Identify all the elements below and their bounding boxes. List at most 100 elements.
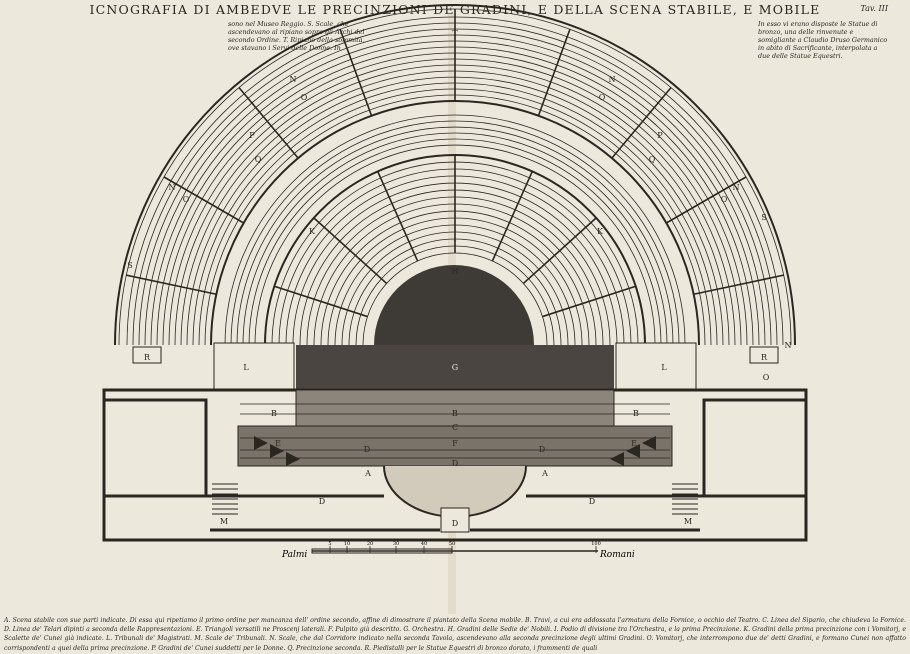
stair-line xyxy=(274,285,368,318)
plan-label-D: D xyxy=(452,519,458,528)
plan-label-M: M xyxy=(220,517,228,526)
plan-label-N: N xyxy=(290,75,297,84)
triangle-periaktos xyxy=(254,436,268,450)
plan-label-L: L xyxy=(243,363,249,372)
stair-line xyxy=(238,87,299,159)
stage-lines xyxy=(240,403,670,459)
stair-line xyxy=(376,171,419,262)
stage-beams xyxy=(295,389,615,427)
plan-label-C: C xyxy=(452,423,458,432)
side-room-right xyxy=(702,398,808,498)
plan-label-B: B xyxy=(633,409,639,418)
tribunal-stairs xyxy=(212,483,698,515)
plan-label-P: P xyxy=(249,131,255,140)
stair-line xyxy=(163,176,245,224)
plan-label-H: H xyxy=(452,267,459,276)
plan-label-D: D xyxy=(452,459,458,468)
plan-label-D: D xyxy=(319,497,325,506)
stair-line xyxy=(491,171,534,262)
plan-label-N: N xyxy=(785,341,792,350)
plan-label-Q: Q xyxy=(255,155,262,164)
plan-label-S: S xyxy=(761,213,766,222)
plan-label-A: A xyxy=(364,469,371,478)
plan-label-O: O xyxy=(599,93,606,102)
orchestra-forecourt xyxy=(296,345,614,391)
plan-label-B: B xyxy=(452,409,458,418)
tribunal-left xyxy=(213,342,295,392)
scale-left-label: Palmi xyxy=(281,550,307,560)
plan-label-O: O xyxy=(721,195,728,204)
seat-row xyxy=(362,252,548,346)
seat-row xyxy=(230,120,680,346)
plan-label-O: O xyxy=(183,195,190,204)
seat-row xyxy=(242,132,668,346)
plan-label-D: D xyxy=(364,445,370,454)
pedestal-right xyxy=(749,346,779,364)
seat-row xyxy=(224,114,686,346)
plate-number: Tav. III xyxy=(860,4,888,13)
stair-line xyxy=(537,28,571,116)
triangle-periaktos xyxy=(642,436,656,450)
plan-label-P: P xyxy=(657,131,663,140)
triangle-periaktos xyxy=(626,444,640,458)
seat-row xyxy=(254,144,656,346)
note-right: In esso vi erano disposte le Statue di b… xyxy=(758,20,888,60)
periaktoi xyxy=(254,436,656,466)
side-room-left xyxy=(102,398,208,498)
proscenium xyxy=(237,425,673,467)
stair-line xyxy=(522,217,597,285)
note-left: sono nel Museo Reggio. S. Scale, che asc… xyxy=(228,20,365,52)
plan-label-E: E xyxy=(275,439,281,448)
plan-label-R: R xyxy=(761,353,768,362)
plan-label-R: R xyxy=(144,353,151,362)
scale-tick-label: 50 xyxy=(449,541,455,547)
plan-label-B: B xyxy=(271,409,277,418)
plan-label-N: N xyxy=(169,183,176,192)
plan-label-S: S xyxy=(127,261,132,270)
seat-row xyxy=(114,4,796,346)
scena-stabile xyxy=(206,494,704,532)
plan-label-N: N xyxy=(733,183,740,192)
plan-label-O: O xyxy=(763,373,770,382)
plan-label-K: K xyxy=(309,227,316,236)
triangle-periaktos xyxy=(286,452,300,466)
triangle-periaktos xyxy=(270,444,284,458)
plan-label-I: I xyxy=(453,239,456,248)
stair-line xyxy=(126,274,217,296)
stair-radials xyxy=(126,9,784,318)
plan-label-E: E xyxy=(631,439,637,448)
legend-caption: A. Scena stabile con sue parti indicate.… xyxy=(4,617,906,652)
seat-row xyxy=(236,126,674,346)
stair-line xyxy=(313,217,388,285)
seat-row xyxy=(248,138,662,346)
stair-line xyxy=(611,87,672,159)
tribunal-right xyxy=(615,342,697,392)
plan-label-M: M xyxy=(684,517,692,526)
plan-label-G: G xyxy=(452,363,458,372)
scale-right-label: Romani xyxy=(599,550,635,560)
plan-label-D: D xyxy=(539,445,545,454)
stair-line xyxy=(665,176,747,224)
main-door xyxy=(440,507,470,533)
scale-tick-label: 100 xyxy=(591,541,601,547)
stair-line xyxy=(542,285,636,318)
stair-line xyxy=(339,28,373,116)
triangle-periaktos xyxy=(610,452,624,466)
scale-tick-label: 20 xyxy=(367,541,373,547)
plan-label-F: F xyxy=(452,439,458,448)
plan-label-Q: Q xyxy=(649,155,656,164)
plan-label-N: N xyxy=(609,75,616,84)
stair-line xyxy=(693,274,784,296)
plan-label-L: L xyxy=(661,363,667,372)
seat-row xyxy=(210,100,700,346)
plan-label-O: O xyxy=(301,93,308,102)
plan-label-K: K xyxy=(597,227,604,236)
plan-label-T: T xyxy=(452,29,458,38)
pedestal-left xyxy=(132,346,162,364)
plan-label-A: A xyxy=(541,469,548,478)
